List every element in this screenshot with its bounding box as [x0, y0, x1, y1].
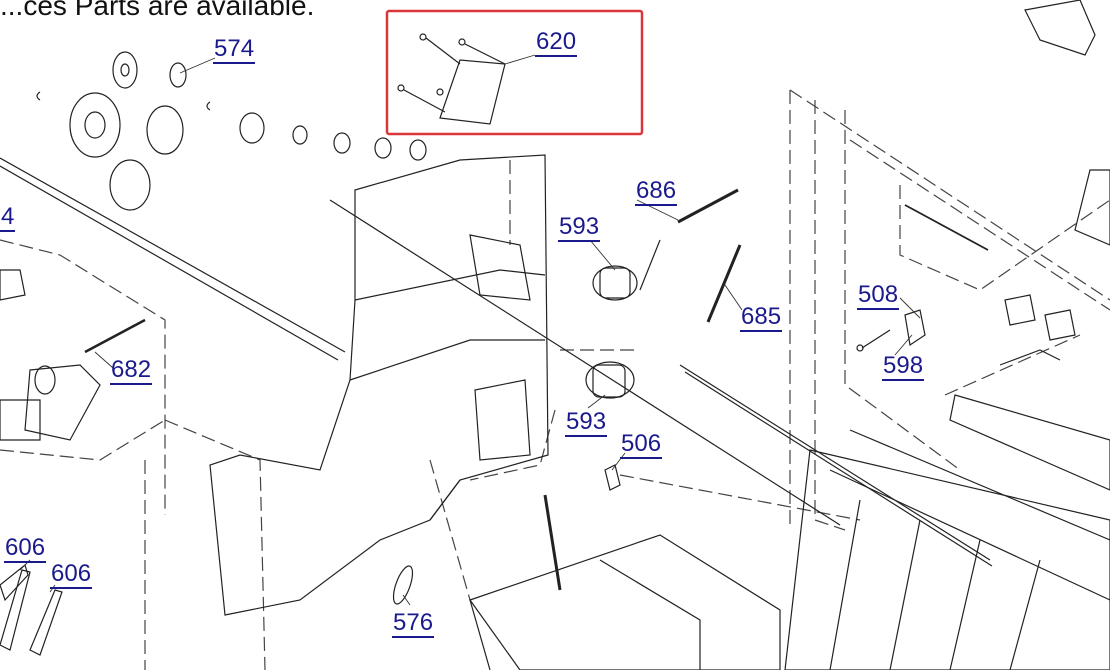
group-outline-right: [789, 89, 1110, 531]
connector-506: [604, 464, 621, 491]
callout-576[interactable]: 576: [392, 609, 435, 638]
vertical-rod: [543, 494, 562, 591]
leader-lines: [19, 54, 921, 606]
group-outline-left: [0, 239, 266, 670]
callout-686[interactable]: 686: [635, 177, 678, 206]
callout-574[interactable]: 574: [213, 35, 256, 64]
motor-593-bottom: [585, 361, 635, 399]
callout-620[interactable]: 620: [535, 28, 578, 57]
roller-shaft-parts: [239, 112, 427, 161]
ring-576: [392, 565, 414, 605]
main-shaft: [0, 157, 346, 353]
callout-593-top[interactable]: 593: [558, 213, 601, 242]
board-620-drawing: [397, 33, 506, 125]
callout-598[interactable]: 598: [882, 352, 925, 381]
cable-685: [706, 244, 742, 323]
shaft-right: [679, 364, 991, 561]
cable-682: [84, 318, 146, 354]
header-text: ...ces Parts are available.: [0, 0, 315, 21]
motor-593-top: [592, 239, 661, 301]
callout-4[interactable]: 4: [0, 203, 16, 232]
top-right-parts: [999, 0, 1110, 366]
paper-guide-assembly: [784, 394, 1110, 670]
callout-506[interactable]: 506: [620, 430, 663, 459]
callout-508[interactable]: 508: [857, 281, 900, 310]
rails-606: [0, 563, 63, 656]
main-frame-panel: [209, 154, 549, 616]
highlight-box-620: [385, 9, 644, 136]
callout-685[interactable]: 685: [740, 303, 783, 332]
cable-686: [677, 188, 739, 224]
base-tray: [469, 534, 781, 670]
bracket-598: [856, 309, 926, 352]
callout-606-a[interactable]: 606: [4, 534, 47, 563]
callout-682[interactable]: 682: [110, 356, 153, 385]
callout-593-bottom[interactable]: 593: [565, 408, 608, 437]
callout-606-b[interactable]: 606: [50, 560, 93, 589]
bracket-assembly-left: [0, 269, 101, 441]
cable-508: [904, 204, 989, 251]
group-outline-center: [429, 160, 861, 601]
roller-group-574: [36, 51, 211, 211]
